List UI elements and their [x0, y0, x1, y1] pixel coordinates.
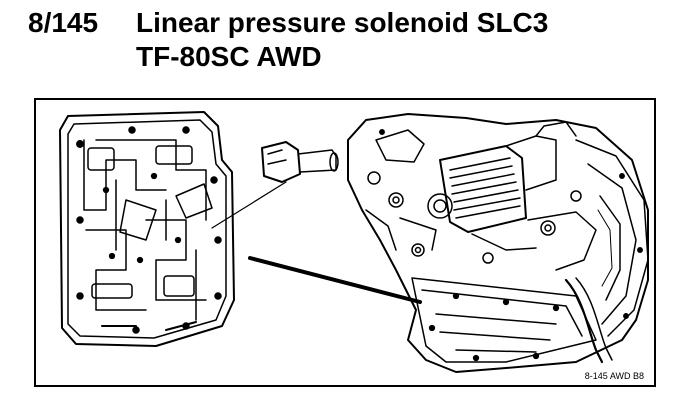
transmission-bolts	[379, 129, 643, 362]
illustration-frame: 8-145 AWD B8	[34, 98, 656, 387]
title-line-2: TF-80SC AWD	[136, 41, 322, 72]
leader-lines	[211, 181, 287, 229]
valve-body	[59, 111, 235, 347]
transmission-assembly	[347, 113, 649, 373]
pointer-arrow	[248, 256, 422, 304]
technical-illustration	[59, 111, 649, 373]
linear-pressure-solenoid-slc3	[261, 141, 339, 183]
section-number: 8/145	[28, 7, 99, 38]
figure-code: 8-145 AWD B8	[584, 371, 644, 381]
title-line-1: Linear pressure solenoid SLC3	[136, 7, 549, 38]
valve-body-bolts	[76, 126, 222, 334]
